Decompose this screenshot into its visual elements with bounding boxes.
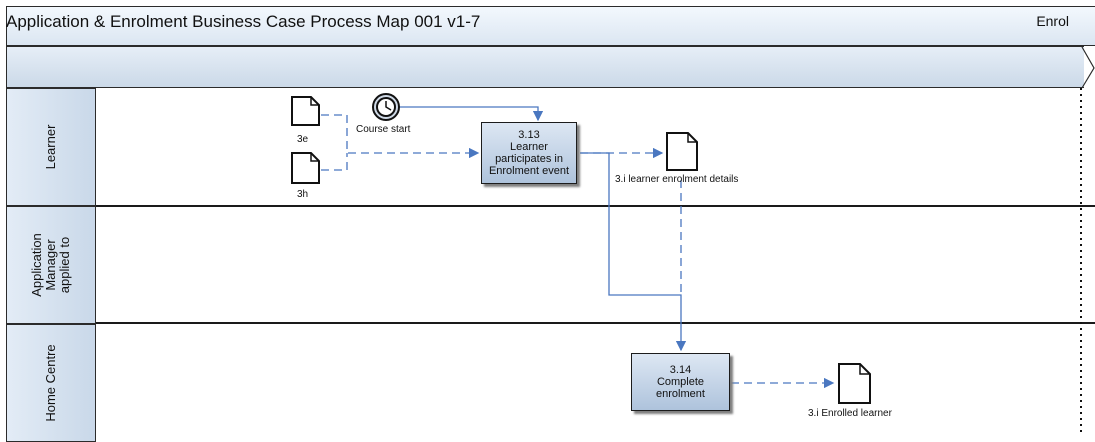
task-3-14[interactable]: 3.14 Complete enrolment — [631, 353, 730, 411]
task-3-14-text: Complete enrolment — [656, 376, 705, 400]
lane-header-learner: Learner — [6, 88, 96, 206]
task-3-13-text: Learner participates in Enrolment event — [488, 141, 570, 177]
lane-header-application-manager: Application Manager applied to — [6, 206, 96, 324]
document-3h-icon — [291, 152, 320, 184]
document-learner-enrolment-details-icon — [666, 132, 698, 171]
document-learner-enrolment-details-label: 3.i learner enrolment details — [615, 174, 739, 185]
connector-3-13-to-3-14 — [580, 152, 687, 352]
course-start-label: Course start — [356, 124, 411, 135]
lane-divider — [96, 205, 1095, 207]
lane-divider — [96, 322, 1095, 324]
phase-chevron — [1081, 46, 1095, 89]
connector-3e — [321, 114, 480, 159]
document-enrolled-learner-icon — [838, 363, 871, 404]
diagram-title-bar — [6, 6, 1095, 46]
task-3-13[interactable]: 3.13 Learner participates in Enrolment e… — [481, 122, 577, 184]
connector-event — [395, 106, 544, 122]
lane-header-home-centre: Home Centre — [6, 324, 96, 442]
connector-3h — [321, 153, 348, 171]
diagram-title: Application & Enrolment Business Case Pr… — [6, 12, 481, 31]
document-3h-label: 3h — [297, 189, 309, 200]
phase-label: Enrol — [1036, 13, 1069, 29]
document-3e-label: 3e — [297, 134, 309, 145]
document-3e-icon — [291, 96, 320, 126]
phase-header — [6, 46, 1084, 88]
task-3-14-id: 3.14 — [669, 364, 692, 376]
course-start-event — [372, 93, 400, 121]
task-3-13-id: 3.13 — [518, 129, 540, 141]
document-enrolled-learner-label: 3.i Enrolled learner — [808, 408, 892, 419]
